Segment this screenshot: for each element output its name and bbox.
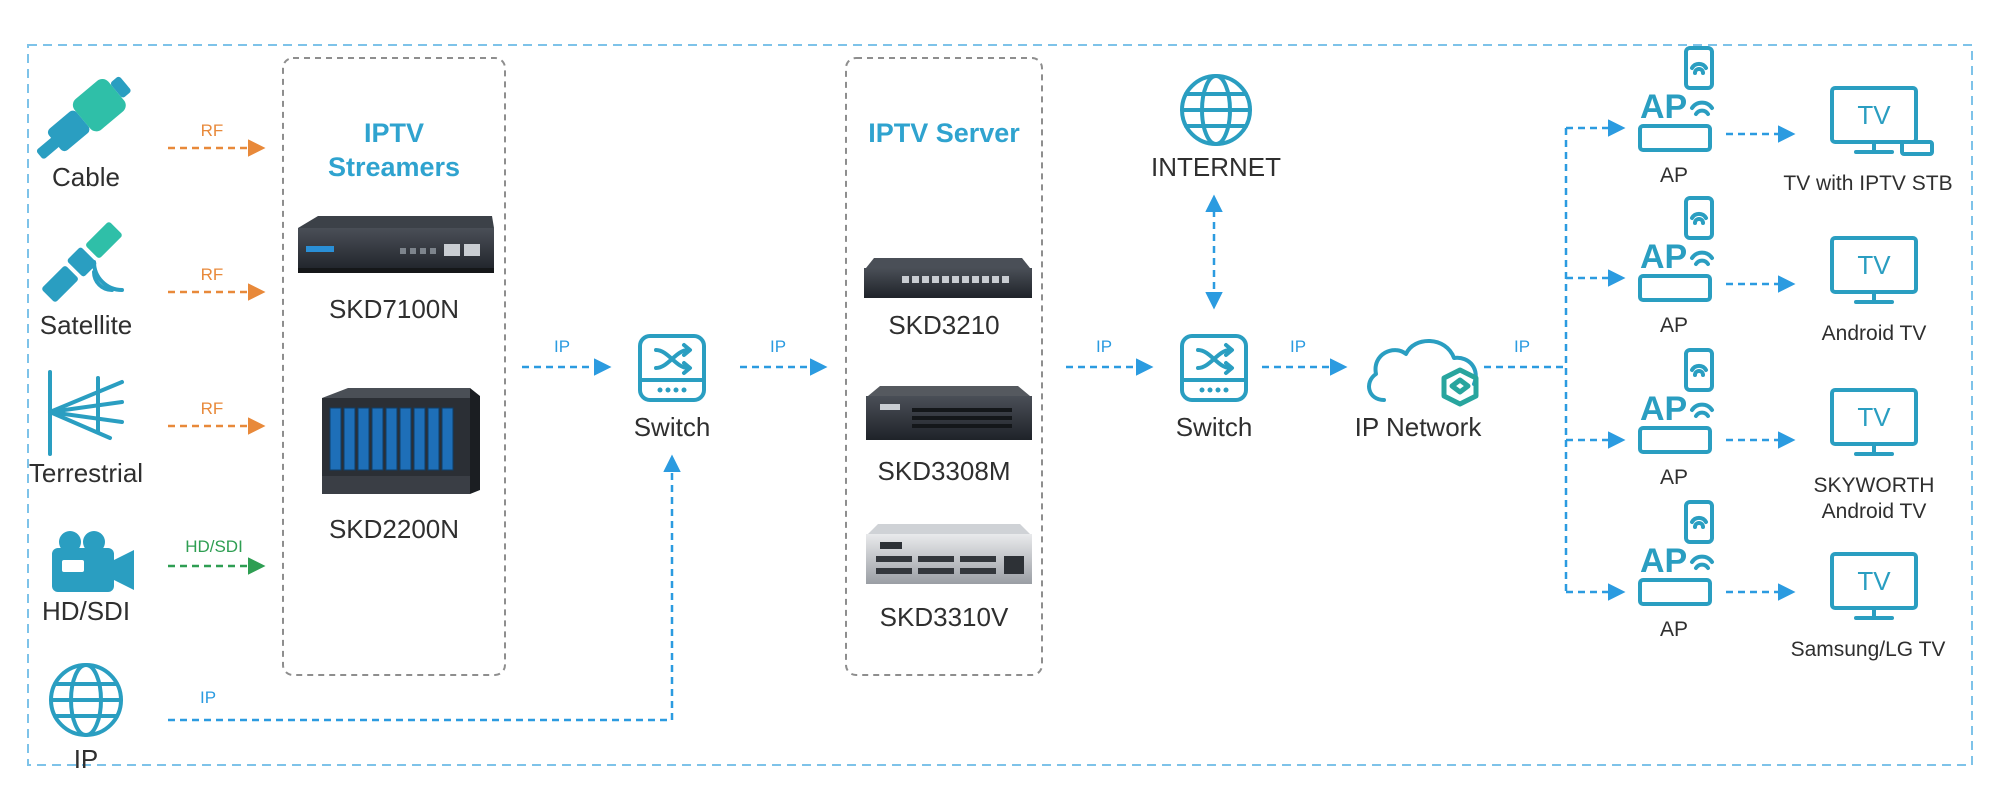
tv-glyph-2: TV [1857, 250, 1891, 280]
switch2-label: Switch [1176, 412, 1253, 442]
satellite-icon [42, 222, 124, 302]
tv-glyph-4: TV [1857, 566, 1891, 596]
antenna-icon [48, 370, 124, 456]
tv3-label-line2: Android TV [1822, 500, 1927, 523]
ap-label-1: AP [1660, 164, 1688, 187]
ip-label-4: IP [1290, 337, 1306, 356]
ap-glyph-2: AP [1640, 238, 1687, 276]
tv-icon-skyworth: TV [1830, 388, 1918, 456]
switch-icon [638, 334, 706, 402]
tv-glyph-3: TV [1857, 402, 1891, 432]
internet-label: INTERNET [1151, 152, 1281, 182]
streamer-device-skd2200n [322, 388, 480, 494]
tv-with-stb-icon: TV [1830, 86, 1934, 156]
hdsdi-edge-label: HD/SDI [185, 537, 243, 556]
tv1-label: TV with IPTV STB [1783, 172, 1952, 195]
hdsdi-label: HD/SDI [42, 596, 130, 626]
satellite-label: Satellite [40, 310, 133, 340]
ip-network-label: IP Network [1355, 412, 1483, 442]
server-device-skd3308m [866, 386, 1032, 440]
model-skd3310v: SKD3310V [880, 602, 1009, 632]
server-device-skd3310v [866, 524, 1032, 584]
cloud-network-icon [1367, 339, 1479, 407]
streamers-title-line2: Streamers [328, 152, 460, 182]
terrestrial-label: Terrestrial [29, 458, 143, 488]
model-skd3308m: SKD3308M [878, 456, 1011, 486]
cable-icon [36, 76, 131, 159]
ip-label-2: IP [770, 337, 786, 356]
tv-glyph-1: TV [1857, 100, 1891, 130]
model-skd7100n: SKD7100N [329, 294, 459, 324]
tv2-label: Android TV [1822, 322, 1927, 345]
tv-icon-android: TV [1830, 236, 1918, 304]
ap-glyph-3: AP [1640, 390, 1687, 428]
rf-label-cable: RF [201, 121, 224, 140]
model-skd3210: SKD3210 [888, 310, 999, 340]
access-point-icon-4: AP [1638, 500, 1714, 606]
rf-label-terrestrial: RF [201, 399, 224, 418]
server-device-skd3210 [864, 258, 1032, 298]
ip-source-arrow [168, 454, 681, 722]
ap-label-2: AP [1660, 314, 1688, 337]
ip-label-1: IP [554, 337, 570, 356]
streamers-title-line1: IPTV [364, 118, 424, 148]
model-skd2200n: SKD2200N [329, 514, 459, 544]
access-point-icon-1: AP [1638, 46, 1714, 152]
outer-frame [27, 44, 1973, 766]
ip-source-edge-label: IP [200, 688, 216, 707]
streamers-group-box [282, 57, 506, 676]
access-point-icon-2: AP [1638, 196, 1714, 302]
internet-globe-icon [1180, 74, 1252, 146]
tv3-label-line1: SKYWORTH [1814, 474, 1935, 497]
access-point-icon-3: AP [1638, 348, 1714, 454]
switch1-label: Switch [634, 412, 711, 442]
server-group-box [845, 57, 1043, 676]
ip-source-label: IP [74, 744, 99, 774]
camera-icon [52, 531, 134, 592]
ip-label-3: IP [1096, 337, 1112, 356]
server-title: IPTV Server [868, 118, 1020, 148]
switch-icon-2 [1180, 334, 1248, 402]
ap-label-4: AP [1660, 618, 1688, 641]
tv-icon-samsung-lg: TV [1830, 552, 1918, 620]
ap-glyph-4: AP [1640, 542, 1687, 580]
cable-label: Cable [52, 162, 120, 192]
ap-glyph-1: AP [1640, 88, 1687, 126]
rf-label-satellite: RF [201, 265, 224, 284]
streamer-device-skd7100n [298, 216, 494, 273]
ap-label-3: AP [1660, 466, 1688, 489]
globe-icon [49, 663, 123, 737]
ip-label-5: IP [1514, 337, 1530, 356]
tv4-label: Samsung/LG TV [1791, 638, 1946, 661]
